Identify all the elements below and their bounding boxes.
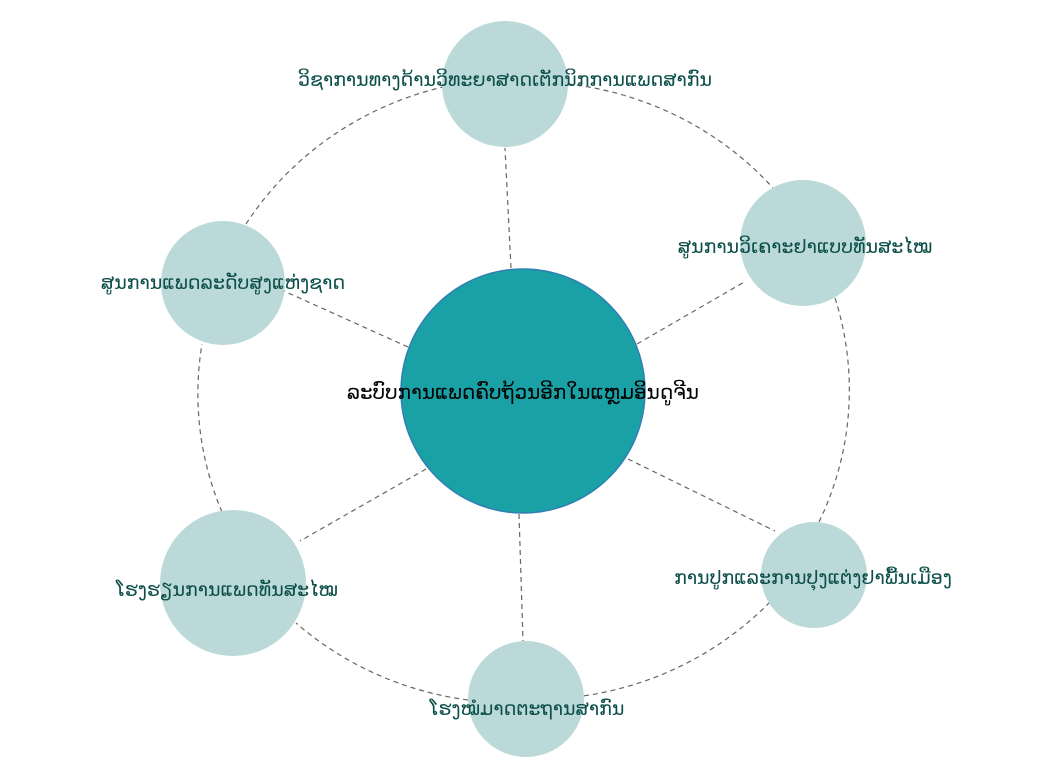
ring-arc-bottom-lower-left	[295, 622, 469, 701]
node-bottom-circle	[468, 641, 584, 757]
center-node-circle	[400, 268, 646, 514]
spoke-lower-right	[627, 458, 776, 532]
spoke-bottom	[518, 513, 524, 642]
node-lower-left: ໂຮງຮຽນການແພດທັນສະໄໝ	[115, 510, 338, 656]
node-upper-right-circle	[740, 180, 866, 306]
spokes	[283, 147, 776, 642]
ring-arc-upper-right-lower-right	[817, 297, 850, 525]
ring-arc-upper-left-top	[245, 86, 444, 225]
node-upper-left-circle	[161, 221, 285, 345]
spoke-lower-left	[299, 468, 427, 542]
spoke-top	[504, 147, 512, 269]
node-bottom-label: ໂຮງໝໍມາດຕະຖານສາກົນ	[429, 697, 625, 720]
center-node: ລະບົບການແພດຄົບຖ້ວນອີກໃນແຫຼມອິນດູຈີນ	[347, 268, 699, 514]
node-top-label: ວິຊາການທາງດ້ານວິທະຍາສາດເຕັກນິກການແພດສາກົ…	[298, 67, 712, 91]
node-lower-right-label: ການປູກແລະການປຸງແຕ່ງຢາພື້ນເມືອງ	[674, 565, 952, 591]
outer-ring	[197, 83, 850, 701]
node-top-circle	[442, 21, 568, 147]
node-lower-right-circle	[761, 522, 867, 628]
ring-arc-lower-right-bottom	[582, 601, 771, 697]
node-upper-left-label: ສູນການແພດລະດັບສູງແຫ່ງຊາດ	[101, 271, 345, 296]
node-upper-right: ສູນການວິເຄາະຢາແບບທັນສະໄໝ	[678, 180, 933, 306]
node-upper-left: ສູນການແພດລະດັບສູງແຫ່ງຊາດ	[101, 221, 345, 345]
node-upper-right-label: ສູນການວິເຄາະຢາແບບທັນສະໄໝ	[678, 234, 933, 260]
ring-arc-top-upper-right	[567, 83, 774, 189]
spoke-upper-right	[636, 280, 747, 345]
ring-arc-lower-left-upper-left	[197, 343, 223, 513]
center-node-label: ລະບົບການແພດຄົບຖ້ວນອີກໃນແຫຼມອິນດູຈີນ	[347, 379, 699, 406]
node-lower-left-circle	[160, 510, 306, 656]
node-lower-left-label: ໂຮງຮຽນການແພດທັນສະໄໝ	[115, 578, 338, 601]
node-top: ວິຊາການທາງດ້ານວິທະຍາສາດເຕັກນິກການແພດສາກົ…	[298, 21, 712, 147]
node-lower-right: ການປູກແລະການປຸງແຕ່ງຢາພື້ນເມືອງ	[674, 522, 952, 628]
node-bottom: ໂຮງໝໍມາດຕະຖານສາກົນ	[429, 641, 625, 757]
spoke-upper-left	[283, 290, 409, 348]
